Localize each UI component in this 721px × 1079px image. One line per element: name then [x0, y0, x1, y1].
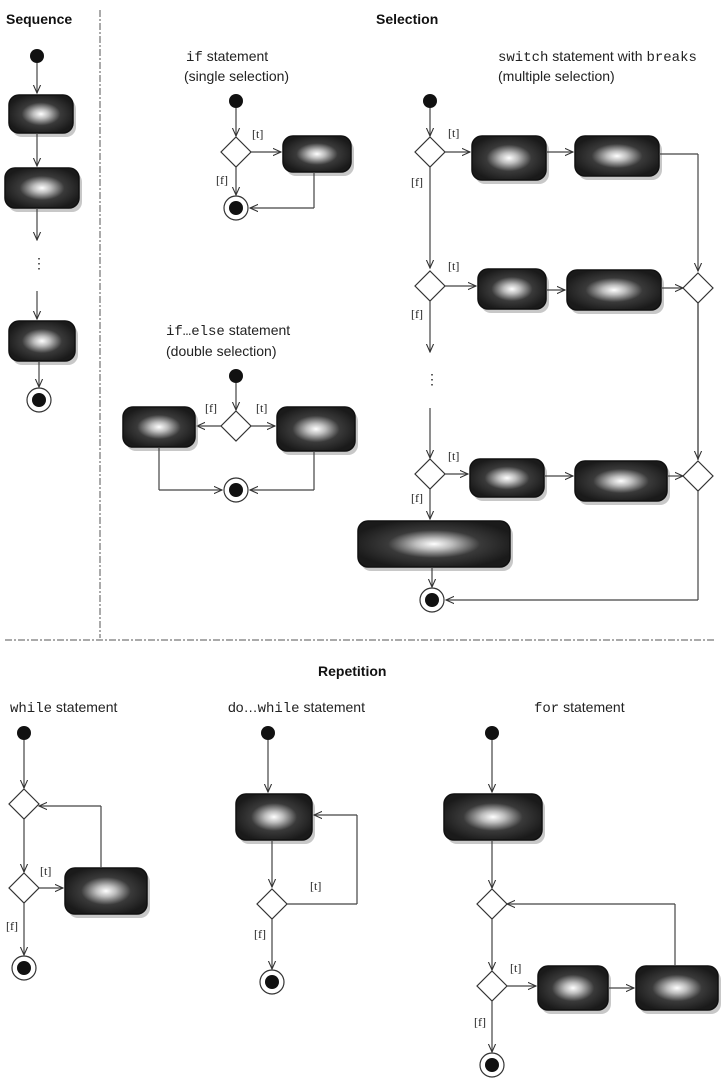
guard-false-label: [f] — [411, 175, 423, 189]
guard-false-label: [f] — [6, 919, 18, 933]
ifelse-caption: if…else statement — [166, 322, 290, 340]
switch-caption: switch statement with breaks — [498, 48, 697, 66]
while-caption: while statement — [10, 699, 117, 717]
final-state-core — [32, 393, 46, 407]
final-state-core — [229, 483, 243, 497]
final-state-core — [265, 975, 279, 989]
switch-keyword: switch — [498, 50, 548, 66]
repetition-header: Repetition — [318, 663, 386, 679]
final-state-core — [485, 1058, 499, 1072]
action-state — [235, 793, 313, 841]
guard-false-label: [f] — [205, 401, 217, 415]
dowhile-caption-text: statement — [300, 699, 365, 715]
decision-diamond — [476, 970, 508, 1002]
guard-true-label: [t] — [448, 126, 459, 140]
decision-diamond — [682, 460, 714, 492]
ellipsis-marker: ⋮ — [32, 255, 46, 271]
guard-false-label: [f] — [411, 491, 423, 505]
initial-state — [17, 726, 31, 740]
for-caption-text: statement — [559, 699, 624, 715]
switch-subcaption: (multiple selection) — [498, 68, 615, 84]
dowhile-keyword: while — [258, 701, 300, 717]
ifelse-subcaption: (double selection) — [166, 343, 277, 359]
guard-false-label: [f] — [411, 307, 423, 321]
action-state — [574, 460, 668, 502]
decision-diamond — [414, 458, 446, 490]
action-state — [477, 268, 547, 310]
do-keyword: do… — [228, 699, 258, 715]
action-state — [574, 135, 660, 177]
decision-diamond — [414, 136, 446, 168]
decision-diamond — [414, 270, 446, 302]
final-state-core — [17, 961, 31, 975]
guard-true-label: [t] — [256, 401, 267, 415]
guard-true-label: [t] — [448, 449, 459, 463]
guard-false-label: [f] — [254, 927, 266, 941]
ellipsis-marker: ⋮ — [425, 371, 439, 387]
sequence-header: Sequence — [6, 11, 72, 27]
decision-diamond — [8, 872, 40, 904]
final-state-core — [229, 201, 243, 215]
guard-true-label: [t] — [448, 259, 459, 273]
for-caption: for statement — [534, 699, 625, 717]
action-state — [357, 520, 511, 568]
if-caption-text: statement — [203, 48, 268, 64]
action-state — [8, 94, 74, 134]
action-state — [276, 406, 356, 452]
initial-state — [423, 94, 437, 108]
while-caption-text: statement — [52, 699, 117, 715]
action-state — [64, 867, 148, 915]
ifelse-caption-text: statement — [225, 322, 290, 338]
guard-false-label: [f] — [474, 1015, 486, 1029]
decision-diamond — [682, 272, 714, 304]
initial-state — [485, 726, 499, 740]
initial-state — [30, 49, 44, 63]
switch-caption-text: statement with — [548, 48, 646, 64]
decision-diamond — [220, 136, 252, 168]
final-state-core — [425, 593, 439, 607]
if-subcaption: (single selection) — [184, 68, 289, 84]
guard-true-label: [t] — [252, 127, 263, 141]
ifelse-keyword: if…else — [166, 324, 225, 340]
decision-diamond — [476, 888, 508, 920]
action-state — [566, 269, 662, 311]
guard-true-label: [t] — [510, 961, 521, 975]
guard-true-label: [t] — [40, 864, 51, 878]
dowhile-caption: do…while statement — [228, 699, 365, 717]
for-keyword: for — [534, 701, 559, 717]
action-state — [443, 793, 543, 841]
initial-state — [229, 94, 243, 108]
action-state — [635, 965, 719, 1011]
selection-header: Selection — [376, 11, 438, 27]
if-keyword: if — [186, 50, 203, 66]
action-state — [282, 135, 352, 173]
action-state — [469, 458, 545, 498]
decision-diamond — [256, 888, 288, 920]
initial-state — [261, 726, 275, 740]
guard-true-label: [t] — [310, 879, 321, 893]
initial-state — [229, 369, 243, 383]
action-state — [537, 965, 609, 1011]
diagram-elements: ⋮ [t] [f] [f] [t] [t] [f] [t] [f] ⋮ [t] [f] [t] [f] [t… — [4, 49, 721, 1078]
while-keyword: while — [10, 701, 52, 717]
guard-false-label: [f] — [216, 173, 228, 187]
action-state — [122, 406, 196, 448]
action-state — [471, 135, 547, 181]
decision-diamond — [8, 788, 40, 820]
if-caption: if statement — [186, 48, 268, 66]
action-state — [8, 320, 76, 362]
action-state — [4, 167, 80, 209]
breaks-keyword: breaks — [646, 50, 696, 66]
decision-diamond — [220, 410, 252, 442]
